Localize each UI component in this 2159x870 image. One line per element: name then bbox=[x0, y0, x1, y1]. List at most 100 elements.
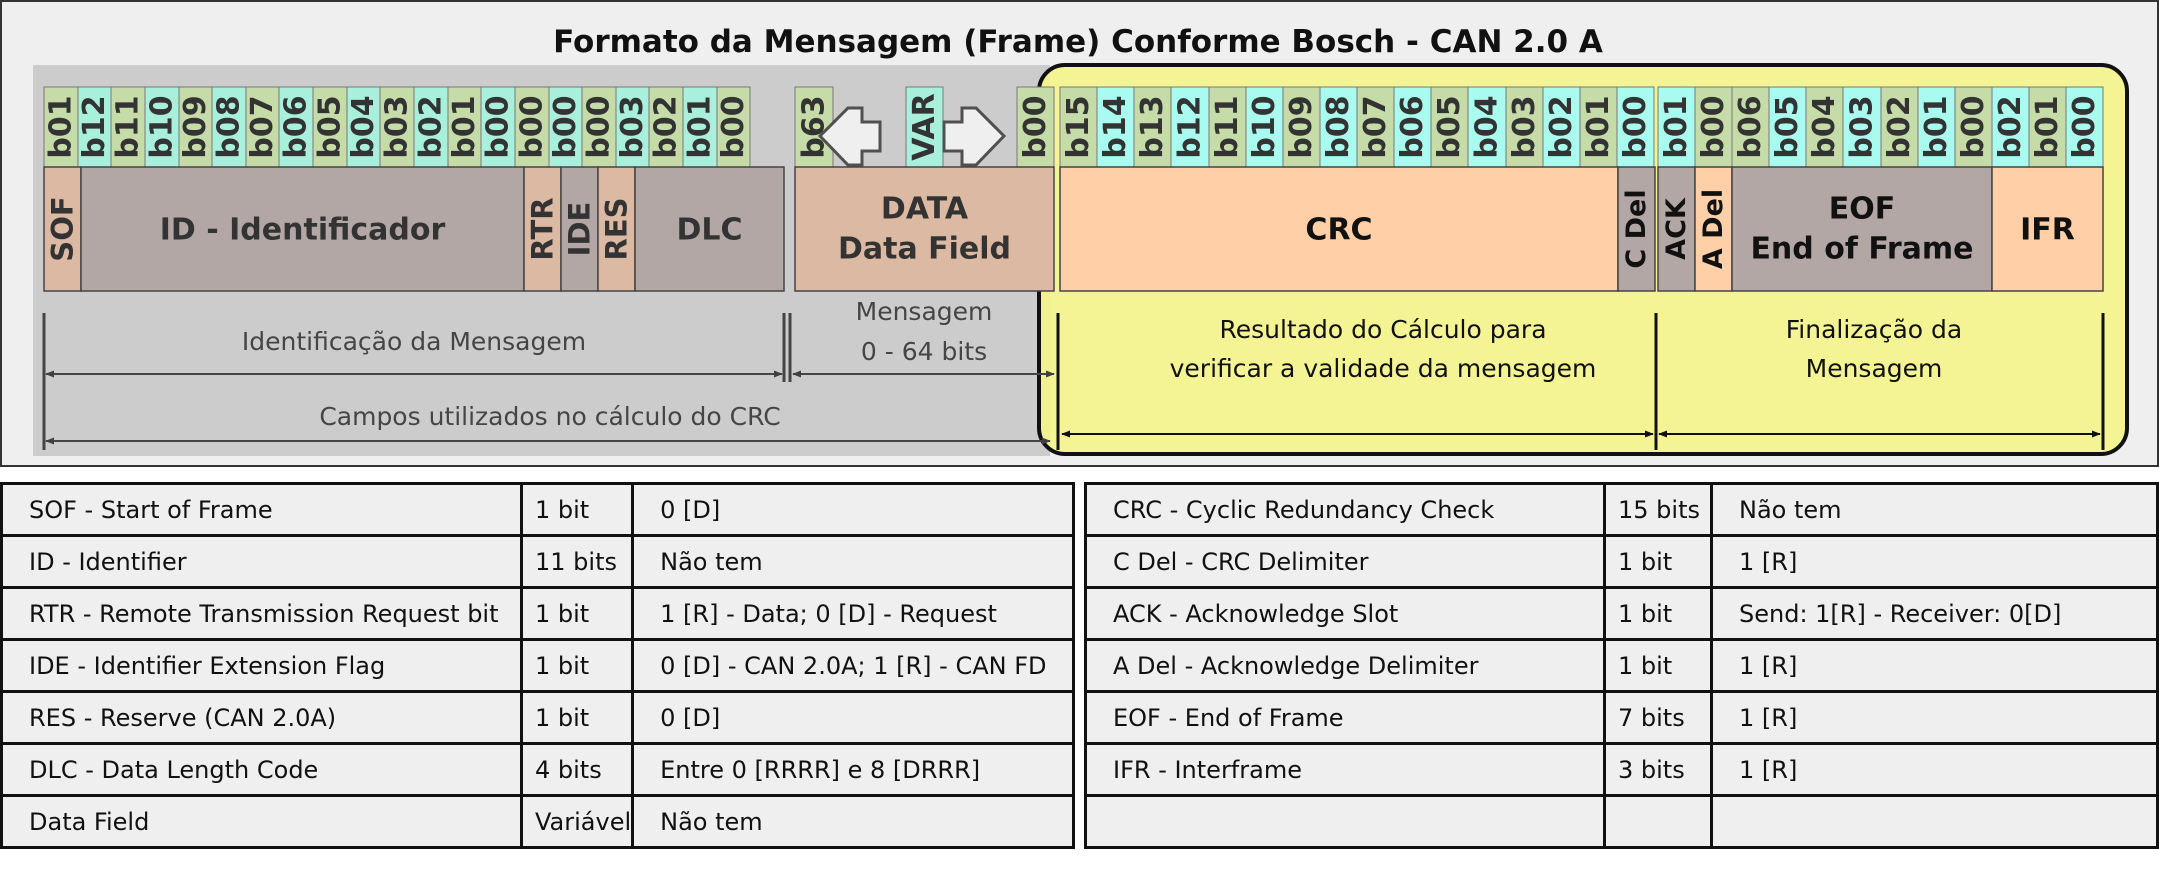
bit-id-0-label: b12 bbox=[77, 95, 112, 158]
field-size-cell: Variável bbox=[519, 794, 635, 849]
field-value-cell: 1 [R] bbox=[1710, 742, 2159, 797]
field-value-cell: Send: 1[R] - Receiver: 0[D] bbox=[1710, 586, 2159, 641]
bit-crc-2: b13 bbox=[1133, 86, 1172, 168]
field-value-cell: Entre 0 [RRRR] e 8 [DRRR] bbox=[631, 742, 1075, 797]
bit-id-12: b00 bbox=[480, 86, 516, 168]
bit-ide-0: b00 bbox=[548, 86, 583, 168]
field-res: RES bbox=[597, 166, 636, 292]
bit-ifr-1-label: b01 bbox=[2030, 95, 2065, 158]
field-ack: ACK bbox=[1657, 166, 1696, 292]
bit-crc-4-label: b11 bbox=[1210, 95, 1245, 158]
field-ifr: IFR bbox=[1991, 166, 2104, 292]
bit-eof-1: b05 bbox=[1768, 86, 1807, 168]
field-value-cell: 0 [D] bbox=[631, 690, 1075, 745]
field-name-cell: DLC - Data Length Code bbox=[0, 742, 523, 797]
bit-id-2-cell bbox=[144, 86, 180, 168]
bit-dlc-3-cell bbox=[716, 86, 751, 168]
field-name-cell: RTR - Remote Transmission Request bit bbox=[0, 586, 523, 641]
field-ide: IDE bbox=[560, 166, 599, 292]
bit-dlc-2-label: b01 bbox=[683, 95, 718, 158]
field-id-box bbox=[80, 166, 525, 292]
arrow-right-icon bbox=[942, 106, 1007, 167]
field-id: ID - Identificador bbox=[80, 166, 525, 292]
bit-crc-13-label: b02 bbox=[1544, 95, 1579, 158]
diagram-title: Formato da Mensagem (Frame) Conforme Bos… bbox=[553, 24, 1603, 60]
field-size-cell: 1 bit bbox=[519, 690, 635, 745]
field-data-box bbox=[794, 166, 1055, 292]
field-dlc: DLC bbox=[634, 166, 785, 292]
field-ide-label: IDE bbox=[563, 202, 597, 257]
field-value-cell: 1 [R] - Data; 0 [D] - Request bbox=[631, 586, 1075, 641]
bit-id-11-cell bbox=[447, 86, 482, 168]
field-size-cell: 1 bit bbox=[519, 638, 635, 693]
field-rtr: RTR bbox=[523, 166, 562, 292]
bit-crc-13: b02 bbox=[1542, 86, 1581, 168]
bit-id-1-cell bbox=[110, 86, 146, 168]
bit-data-first: b63 bbox=[794, 86, 834, 168]
bit-crc-11-label: b04 bbox=[1470, 95, 1505, 158]
bit-id-3-cell bbox=[178, 86, 213, 168]
bit-rtr-0-label: b00 bbox=[515, 95, 550, 158]
bit-crc-10-cell bbox=[1430, 86, 1469, 168]
field-value-cell: 1 [R] bbox=[1710, 638, 2159, 693]
bit-crc-5-label: b10 bbox=[1247, 95, 1282, 158]
bit-id-2: b10 bbox=[144, 86, 180, 168]
field-rtr-label: RTR bbox=[526, 197, 560, 260]
bit-crc-12-label: b03 bbox=[1507, 95, 1542, 158]
bit-dlc-3: b00 bbox=[716, 86, 751, 168]
field-id-label: ID - Identificador bbox=[160, 213, 446, 248]
bit-eof-6: b00 bbox=[1954, 86, 1993, 168]
arrow-left-icon bbox=[817, 106, 882, 167]
bit-crc-9: b06 bbox=[1393, 86, 1432, 168]
msg-label-1: Mensagem bbox=[856, 297, 993, 326]
bit-crc-8-label: b07 bbox=[1358, 95, 1393, 158]
frame-diagram: Formato da Mensagem (Frame) Conforme Bos… bbox=[0, 0, 2159, 467]
bit-id-4-label: b08 bbox=[212, 95, 247, 158]
bit-id-10: b02 bbox=[413, 86, 449, 168]
table-row bbox=[1084, 794, 2159, 849]
field-name-cell: A Del - Acknowledge Delimiter bbox=[1084, 638, 1606, 693]
bit-id-5: b07 bbox=[245, 86, 280, 168]
bit-ifr-0: b02 bbox=[1991, 86, 2030, 168]
field-size-cell: 1 bit bbox=[519, 586, 635, 641]
crc-fields-label: Campos utilizados no cálculo do CRC bbox=[319, 402, 780, 431]
bit-crc-8: b07 bbox=[1356, 86, 1395, 168]
crc-result-label-1: Resultado do Cálculo para bbox=[1219, 315, 1546, 344]
bit-id-2-label: b10 bbox=[145, 95, 180, 158]
field-eof-label-2: End of Frame bbox=[1750, 232, 1973, 267]
bit-eof-2-cell bbox=[1805, 86, 1844, 168]
bit-ifr-2-label: b00 bbox=[2067, 95, 2102, 158]
field-size-cell: 11 bits bbox=[519, 534, 635, 589]
bit-id-9: b03 bbox=[379, 86, 415, 168]
field-data-label-1: DATA bbox=[881, 192, 969, 227]
bit-id-7-cell bbox=[312, 86, 348, 168]
bit-id-7-label: b05 bbox=[313, 95, 348, 158]
bit-ack-1: b00 bbox=[1694, 86, 1733, 168]
field-size-cell bbox=[1603, 794, 1713, 849]
field-size-cell: 1 bit bbox=[519, 482, 635, 537]
bit-id-4-cell bbox=[211, 86, 247, 168]
bit-id-6-label: b06 bbox=[279, 95, 314, 158]
field-value-cell: Não tem bbox=[631, 534, 1075, 589]
bit-id-8-cell bbox=[346, 86, 381, 168]
field-name-cell: Data Field bbox=[0, 794, 523, 849]
field-cdel-box bbox=[1617, 166, 1656, 292]
bit-eof-2: b04 bbox=[1805, 86, 1844, 168]
bit-id-4: b08 bbox=[211, 86, 247, 168]
bit-eof-0-label: b06 bbox=[1733, 95, 1768, 158]
bit-crc-6-label: b09 bbox=[1284, 95, 1319, 158]
bit-eof-1-label: b05 bbox=[1770, 95, 1805, 158]
field-value-cell: 1 [R] bbox=[1710, 534, 2159, 589]
bit-data-var: VAR bbox=[905, 86, 944, 168]
field-value-cell: Não tem bbox=[1710, 482, 2159, 537]
bit-crc-10: b05 bbox=[1430, 86, 1469, 168]
field-data-label-2: Data Field bbox=[838, 232, 1011, 267]
field-adel-label: A Del bbox=[1698, 189, 1729, 269]
bit-res-0-label: b00 bbox=[582, 95, 617, 158]
field-name-cell bbox=[1084, 794, 1606, 849]
bit-id-1-label: b11 bbox=[111, 95, 146, 158]
